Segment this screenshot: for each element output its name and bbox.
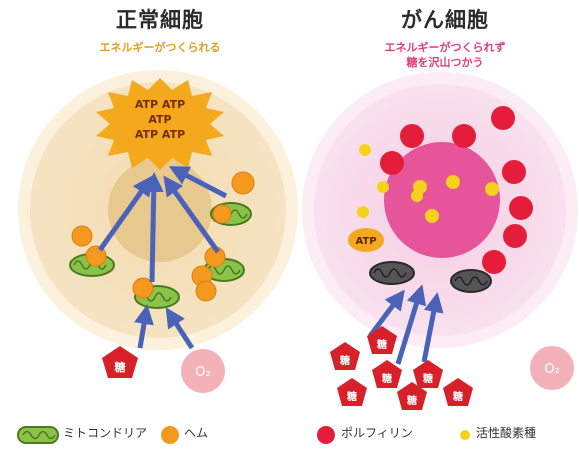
atp-label: ATP ATP xyxy=(135,128,185,141)
cancer-cell-nucleus xyxy=(384,142,500,258)
heme-icon xyxy=(161,426,179,444)
sugar-cluster: 糖 糖 糖 糖 糖 糖 糖 xyxy=(330,326,473,410)
legend-label: 活性酸素種 xyxy=(476,426,537,440)
sugar-icon xyxy=(367,326,397,354)
legend-label: ヘム xyxy=(184,426,209,440)
normal-cell-nucleus xyxy=(108,158,212,262)
sugar-label: 糖 xyxy=(115,360,126,374)
legend-icons xyxy=(17,426,470,444)
oxygen-icon xyxy=(181,349,225,393)
atp-label: ATP xyxy=(148,113,171,126)
energy-arrows xyxy=(97,166,228,350)
cancer-subtitle-line1: エネルギーがつくられず xyxy=(384,41,506,54)
ros-icon xyxy=(460,430,470,440)
normal-cell-subtitle: エネルギーがつくられる xyxy=(99,41,221,54)
atp-label: ATP ATP xyxy=(135,98,185,111)
heme-icon xyxy=(231,171,255,195)
porphyrin-icon xyxy=(509,196,533,220)
ros-icon xyxy=(485,182,499,196)
legend-mitochondria: ミトコンドリア xyxy=(63,424,147,441)
sugar-label: 糖 xyxy=(382,372,392,385)
porphyrin-icon xyxy=(502,160,526,184)
oxygen-label: O₂ xyxy=(195,365,210,380)
sugar-icon xyxy=(102,346,138,378)
mitochondria-icon xyxy=(369,261,415,285)
atp-burst-icon xyxy=(96,78,224,170)
arrow xyxy=(421,292,444,363)
mitochondria-icon xyxy=(17,426,59,444)
arrow xyxy=(168,166,228,199)
cancer-cell: ATP 糖 糖 糖 糖 糖 糖 xyxy=(302,72,578,410)
porphyrin-icon xyxy=(491,106,515,130)
arrow xyxy=(165,307,195,350)
porphyrin-icon xyxy=(317,426,335,444)
sugar-label: 糖 xyxy=(340,354,350,367)
sugar-label: 糖 xyxy=(377,338,387,351)
heme-icon xyxy=(132,277,154,299)
arrow xyxy=(395,284,427,365)
porphyrin-icon xyxy=(482,250,506,274)
ros-icon xyxy=(377,181,389,193)
legend-porphyrin: ポルフィリン xyxy=(341,424,413,441)
cancer-subtitle-line2: 糖を沢山つかう xyxy=(406,56,484,69)
heme-icon xyxy=(212,204,232,224)
sugar-label: 糖 xyxy=(407,394,417,407)
oxygen-label: O₂ xyxy=(544,362,559,377)
ros-icon xyxy=(359,144,371,156)
arrow xyxy=(134,304,154,349)
sugar-label: 糖 xyxy=(423,372,433,385)
cancer-cell-title: がん細胞 xyxy=(401,8,489,32)
arrow xyxy=(368,289,405,338)
mitochondria-icon xyxy=(450,269,492,293)
sugar-label: 糖 xyxy=(347,390,357,403)
porphyrin-icon xyxy=(400,124,424,148)
legend-label: ポルフィリン xyxy=(341,426,413,440)
heme-icon xyxy=(71,225,93,247)
atp-label: ATP xyxy=(355,236,376,247)
sugar-icon xyxy=(413,360,443,388)
ros-icon xyxy=(411,190,423,202)
sugar-icon xyxy=(330,342,360,370)
porphyrin-icon xyxy=(503,224,527,248)
sugar-label: 糖 xyxy=(453,390,463,403)
porphyrin-icon xyxy=(380,151,404,175)
legend-heme: ヘム xyxy=(184,424,208,441)
normal-cell-title: 正常細胞 xyxy=(116,8,204,32)
atp-badge-icon xyxy=(348,228,384,252)
cancer-cell-subtitle: エネルギーがつくられず 糖を沢山つかう xyxy=(325,40,565,70)
sugar-icon xyxy=(337,378,367,406)
arrow xyxy=(143,172,164,283)
sugar-icon xyxy=(372,360,402,388)
arrow xyxy=(163,175,221,254)
legend-label: ミトコンドリア xyxy=(63,426,148,440)
heme-icon xyxy=(195,280,217,302)
normal-cell: ATP ATP ATP ATP ATP xyxy=(18,70,298,393)
porphyrin-icon xyxy=(452,124,476,148)
ros-icon xyxy=(446,175,460,189)
legend-ros: 活性酸素種 xyxy=(476,424,536,441)
ros-icon xyxy=(357,206,369,218)
sugar-uptake-arrows xyxy=(368,284,444,365)
sugar-icon xyxy=(443,378,473,406)
sugar-icon xyxy=(397,382,427,410)
heme-icon xyxy=(85,245,107,267)
oxygen-icon xyxy=(530,346,574,390)
ros-icon xyxy=(425,209,439,223)
arrow xyxy=(97,175,153,252)
